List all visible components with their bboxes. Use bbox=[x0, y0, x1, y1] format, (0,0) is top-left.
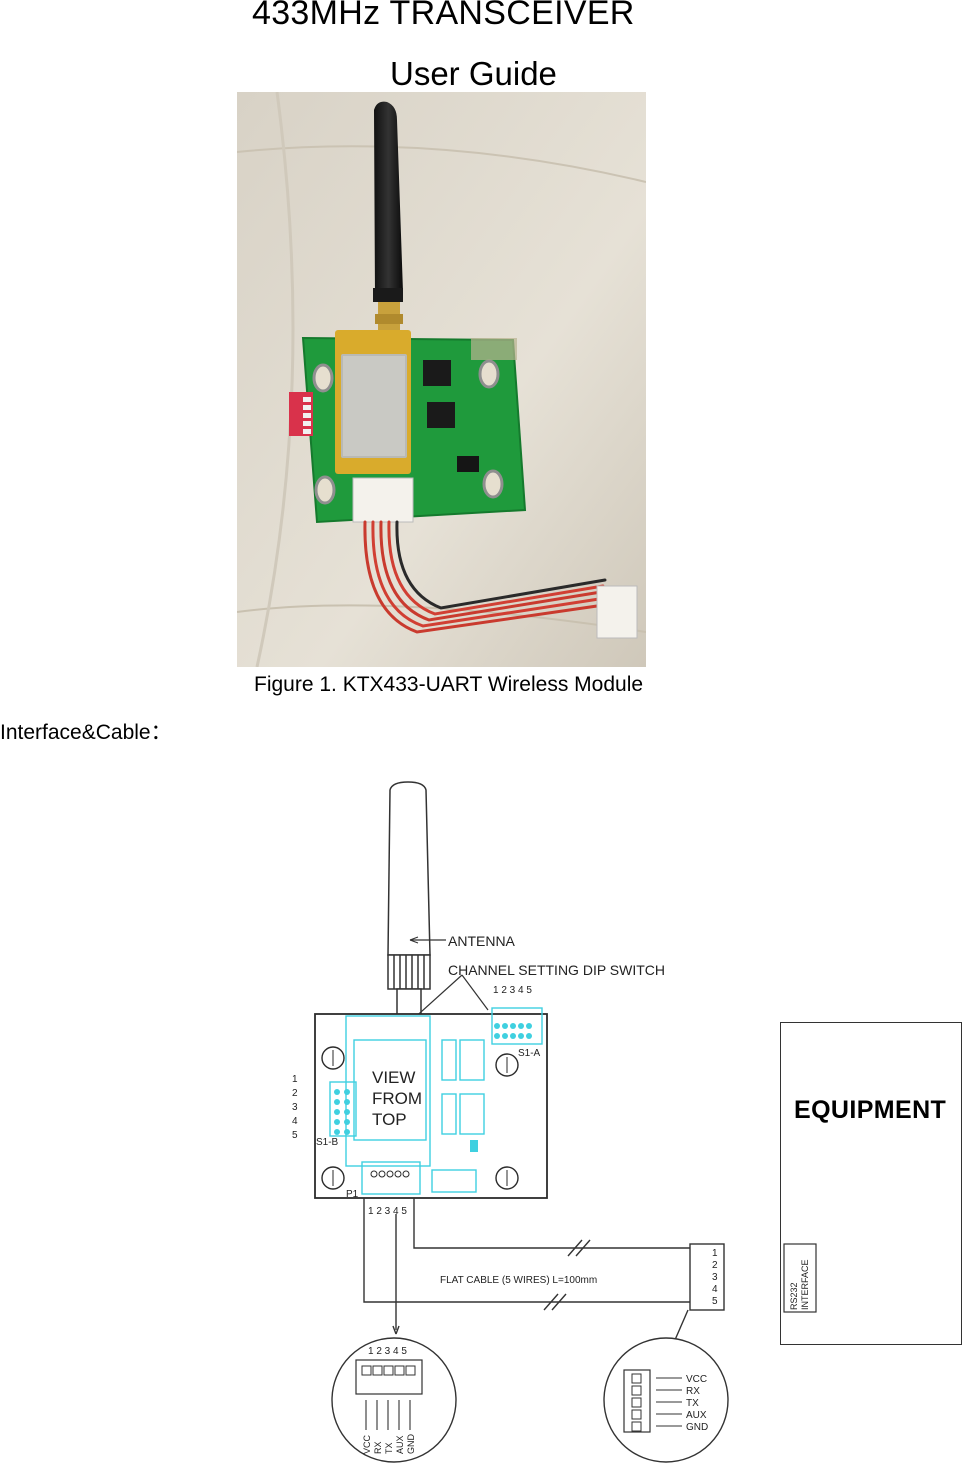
antenna-shape bbox=[374, 101, 403, 305]
left-pin-2: 2 bbox=[292, 1088, 298, 1099]
left-pin-4: 4 bbox=[292, 1116, 298, 1127]
left-signal-tx: TX bbox=[384, 1442, 394, 1454]
left-detail-numbers: 1 2 3 4 5 bbox=[368, 1346, 407, 1357]
dip-switch-label: CHANNEL SETTING DIP SWITCH bbox=[448, 962, 665, 978]
p1-pin-numbers: 1 2 3 4 5 bbox=[368, 1206, 407, 1217]
left-signal-vcc: VCC bbox=[362, 1434, 372, 1454]
right-detail-circle bbox=[603, 1337, 729, 1463]
module-photo bbox=[237, 92, 646, 667]
left-signal-gnd: GND bbox=[406, 1434, 416, 1455]
s1a-label: S1-A bbox=[518, 1048, 541, 1059]
top-pin-numbers: 1 2 3 4 5 bbox=[493, 985, 532, 996]
right-signal-aux: AUX bbox=[686, 1410, 707, 1421]
equipment-box bbox=[780, 1022, 962, 1345]
connector-pin-4: 4 bbox=[712, 1284, 718, 1295]
view-from-top-line3: TOP bbox=[372, 1110, 407, 1129]
connector-pin-3: 3 bbox=[712, 1272, 718, 1283]
right-signal-vcc: VCC bbox=[686, 1374, 707, 1385]
view-from-top-line1: VIEW bbox=[372, 1068, 415, 1087]
flat-cable-label: FLAT CABLE (5 WIRES) L=100mm bbox=[440, 1275, 597, 1286]
connector-pin-2: 2 bbox=[712, 1260, 718, 1271]
cable-end-connector bbox=[689, 1243, 725, 1311]
right-signal-tx: TX bbox=[686, 1398, 699, 1409]
section-label: Interface&Cable： bbox=[0, 721, 172, 744]
s1b-label: S1-B bbox=[316, 1137, 339, 1148]
left-detail-circle bbox=[331, 1337, 457, 1463]
equipment-label: EQUIPMENT bbox=[794, 1096, 947, 1124]
left-signal-aux: AUX bbox=[395, 1435, 405, 1454]
wiring-diagram: ANTENNA CHANNEL SETTING DIP SWITCH 1 2 3… bbox=[292, 781, 817, 1463]
view-from-top-line2: FROM bbox=[372, 1089, 422, 1108]
antenna-drawing bbox=[387, 781, 431, 1016]
left-pin-1: 1 bbox=[292, 1074, 298, 1085]
p1-label: P1 bbox=[346, 1189, 359, 1200]
connector-pin-1: 1 bbox=[712, 1248, 718, 1259]
right-signal-rx: RX bbox=[686, 1386, 700, 1397]
left-pin-3: 3 bbox=[292, 1102, 298, 1113]
left-pin-5: 5 bbox=[292, 1130, 298, 1141]
document-subtitle: User Guide bbox=[390, 55, 557, 92]
right-signal-gnd: GND bbox=[686, 1422, 708, 1433]
figure-caption: Figure 1. KTX433-UART Wireless Module bbox=[254, 673, 644, 696]
connector-pin-5: 5 bbox=[712, 1296, 718, 1307]
antenna-label: ANTENNA bbox=[448, 933, 516, 949]
left-signal-rx: RX bbox=[373, 1441, 383, 1454]
